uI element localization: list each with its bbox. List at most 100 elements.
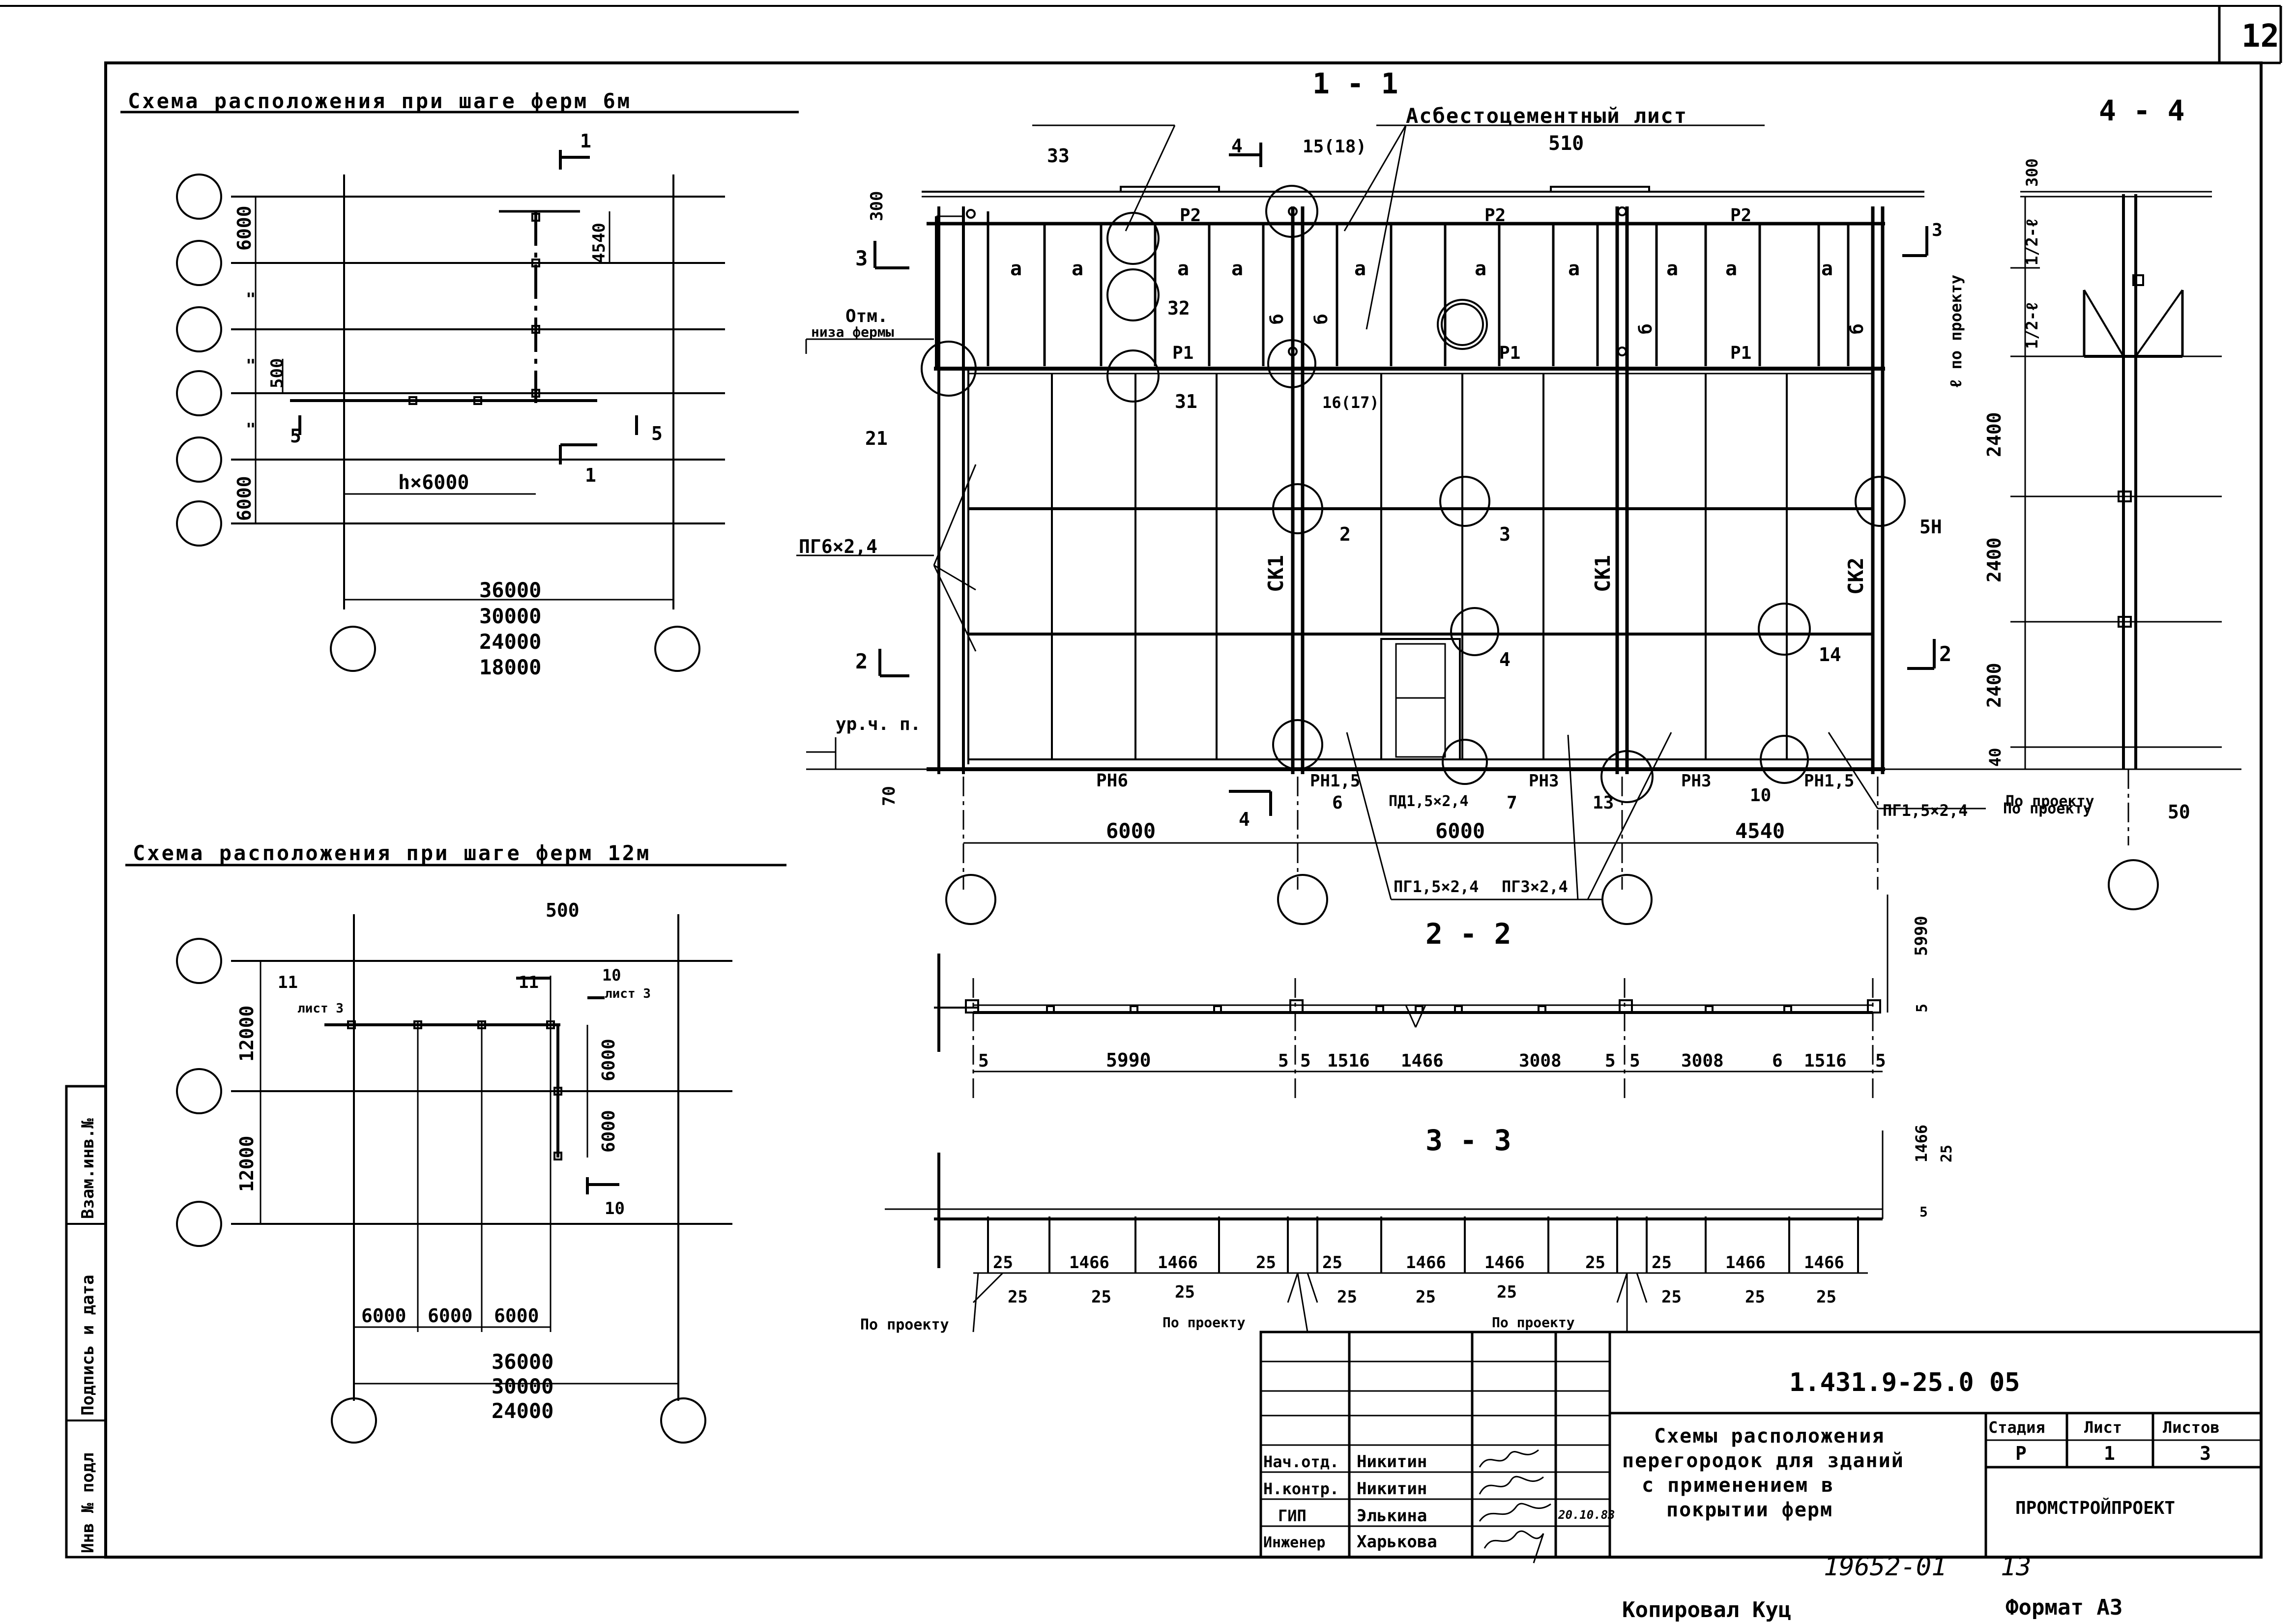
- label-r1-2: Р1: [1499, 343, 1520, 363]
- label-r2-3: Р2: [1730, 205, 1751, 226]
- label-ck2: СК2: [1844, 557, 1868, 595]
- dim-6000-1-1-b: 6000: [1435, 819, 1485, 843]
- dim-6000-a: 6000: [233, 205, 255, 251]
- label-pg6: ПГ6×2,4: [799, 536, 877, 557]
- span-36000: 36000: [479, 578, 541, 602]
- s22-dim-3: 5: [1278, 1051, 1289, 1071]
- s33-r1-7: 1466: [1484, 1253, 1525, 1273]
- span-18000: 18000: [479, 655, 541, 679]
- s22-dim-10: 3008: [1681, 1051, 1724, 1071]
- role-1: Нач.отд.: [1263, 1452, 1339, 1471]
- s33-po-proektu-1: По проекту: [860, 1316, 949, 1333]
- ditto-3: ": [246, 420, 256, 439]
- scheme-6m-bubbles: [176, 174, 700, 672]
- mark-1-bottom: 1: [585, 464, 596, 486]
- label-b-3: б: [1847, 323, 1867, 334]
- format-label: Формат А3: [2005, 1595, 2122, 1620]
- s33-r1-8: 25: [1585, 1253, 1605, 1273]
- label-a-3: а: [1177, 258, 1189, 280]
- callout-4: 4: [1499, 649, 1511, 670]
- s22-dim-7: 3008: [1519, 1051, 1562, 1071]
- section-1-1-callouts: [921, 185, 1906, 803]
- axis-bubbles-1-1: [945, 874, 1653, 925]
- s22-dim-8: 5: [1605, 1051, 1616, 1071]
- ditto-1: ": [246, 290, 256, 309]
- s33-po-proektu-2: По проекту: [1163, 1314, 1246, 1331]
- s44-dim-300: 300: [2023, 158, 2041, 187]
- section-3-3: [885, 1130, 1884, 1332]
- label-a-9: а: [1725, 258, 1737, 280]
- hdr-sheets: Листов: [2163, 1418, 2220, 1437]
- callout-10: 10: [1750, 785, 1771, 806]
- section-1-1-frame: [806, 191, 2241, 774]
- archive-page: 13: [2001, 1552, 2032, 1582]
- section-2-2-title: 2 - 2: [1425, 917, 1511, 951]
- name-3: Элькина: [1357, 1506, 1427, 1526]
- label-b-4: б: [1636, 323, 1656, 334]
- archive-number: 19652-01: [1824, 1552, 1947, 1582]
- scheme-12m-bubbles: [176, 938, 706, 1444]
- mark-5-left: 5: [290, 425, 301, 447]
- label-a-6: а: [1475, 258, 1486, 280]
- section-4-4-title: 4 - 4: [2099, 94, 2185, 127]
- label-urchp: ур.ч. п.: [836, 714, 921, 734]
- section-3-3-title: 3 - 3: [1425, 1124, 1511, 1157]
- s44-dim-2400-1: 2400: [1983, 412, 2005, 457]
- label-rn3-2: РН3: [1681, 771, 1711, 791]
- s33-r2-3: 25: [1175, 1282, 1195, 1302]
- label-b-2: б: [1311, 314, 1332, 324]
- s33-right-25: 25: [1938, 1145, 1955, 1162]
- mark-10-b: 10: [605, 1199, 625, 1218]
- outer-frame: [104, 61, 2263, 1559]
- s22-right-5990: 5990: [1912, 916, 1931, 956]
- mark-10-a: 10: [602, 966, 621, 985]
- asbestos-num: 510: [1548, 132, 1584, 155]
- s22-dim-13: 5: [1875, 1051, 1886, 1071]
- asbestos-label: Асбестоцементный лист: [1406, 104, 1687, 128]
- s44-dim-half-l-2: 1/2-ℓ: [2023, 302, 2041, 349]
- s22-dim-2: 5990: [1106, 1049, 1151, 1071]
- s22-dim-9: 5: [1629, 1051, 1640, 1071]
- s33-r2-6: 25: [1497, 1282, 1517, 1302]
- mark-3-left: 3: [855, 246, 868, 270]
- label-a-8: а: [1666, 258, 1678, 280]
- s33-r2-9: 25: [1816, 1287, 1836, 1307]
- s33-r2-7: 25: [1661, 1287, 1682, 1307]
- s44-dim-half-l-1: 1/2-ℓ: [2023, 218, 2041, 265]
- mark-11-b: 11: [519, 973, 539, 992]
- label-ck1-2: СК1: [1591, 555, 1615, 592]
- label-a-1: а: [1010, 258, 1022, 280]
- signatures: [1479, 1449, 1551, 1564]
- mark-11-a: 11: [278, 973, 298, 992]
- doc-title-line-3: с применением в: [1642, 1474, 1834, 1497]
- s33-r2-2: 25: [1091, 1287, 1111, 1307]
- dim-4540: 4540: [589, 223, 609, 263]
- label-r1-1: Р1: [1172, 343, 1193, 363]
- section-1-1-truss: [935, 211, 1850, 369]
- label-b-1: б: [1267, 314, 1287, 324]
- mark-3-right: 3: [1932, 220, 1943, 240]
- label-pg15-b: ПГ1,5×2,4: [1883, 801, 1968, 820]
- label-otm: Отм.: [845, 306, 888, 326]
- label-rn15-1: РН1,5: [1310, 771, 1360, 791]
- label-r2-1: Р2: [1180, 205, 1201, 226]
- label-po-proektu-1: По проекту: [2003, 800, 2092, 817]
- section-4-4: [2010, 191, 2222, 910]
- title-block: [1259, 1331, 2263, 1559]
- s22-right-5: 5: [1914, 1004, 1931, 1013]
- mark-2-right: 2: [1939, 642, 1951, 666]
- callout-31: 31: [1175, 391, 1197, 412]
- s33-r1-2: 1466: [1069, 1253, 1109, 1273]
- s33-r1-1: 25: [993, 1253, 1013, 1273]
- s22-dim-11: 6: [1772, 1051, 1783, 1071]
- s33-r1-11: 1466: [1804, 1253, 1844, 1273]
- val-sheet: 1: [2104, 1443, 2115, 1464]
- label-pg15: ПГ1,5×2,4: [1394, 877, 1479, 896]
- callout-32: 32: [1167, 297, 1190, 319]
- label-a-5: а: [1354, 258, 1366, 280]
- label-r2-2: Р2: [1484, 205, 1506, 226]
- label-ck1-1: СК1: [1264, 555, 1288, 592]
- section-2-2: [934, 895, 1889, 1101]
- label-l-po-proektu: ℓ по проекту: [1947, 275, 1965, 388]
- span12-30000: 30000: [492, 1374, 553, 1398]
